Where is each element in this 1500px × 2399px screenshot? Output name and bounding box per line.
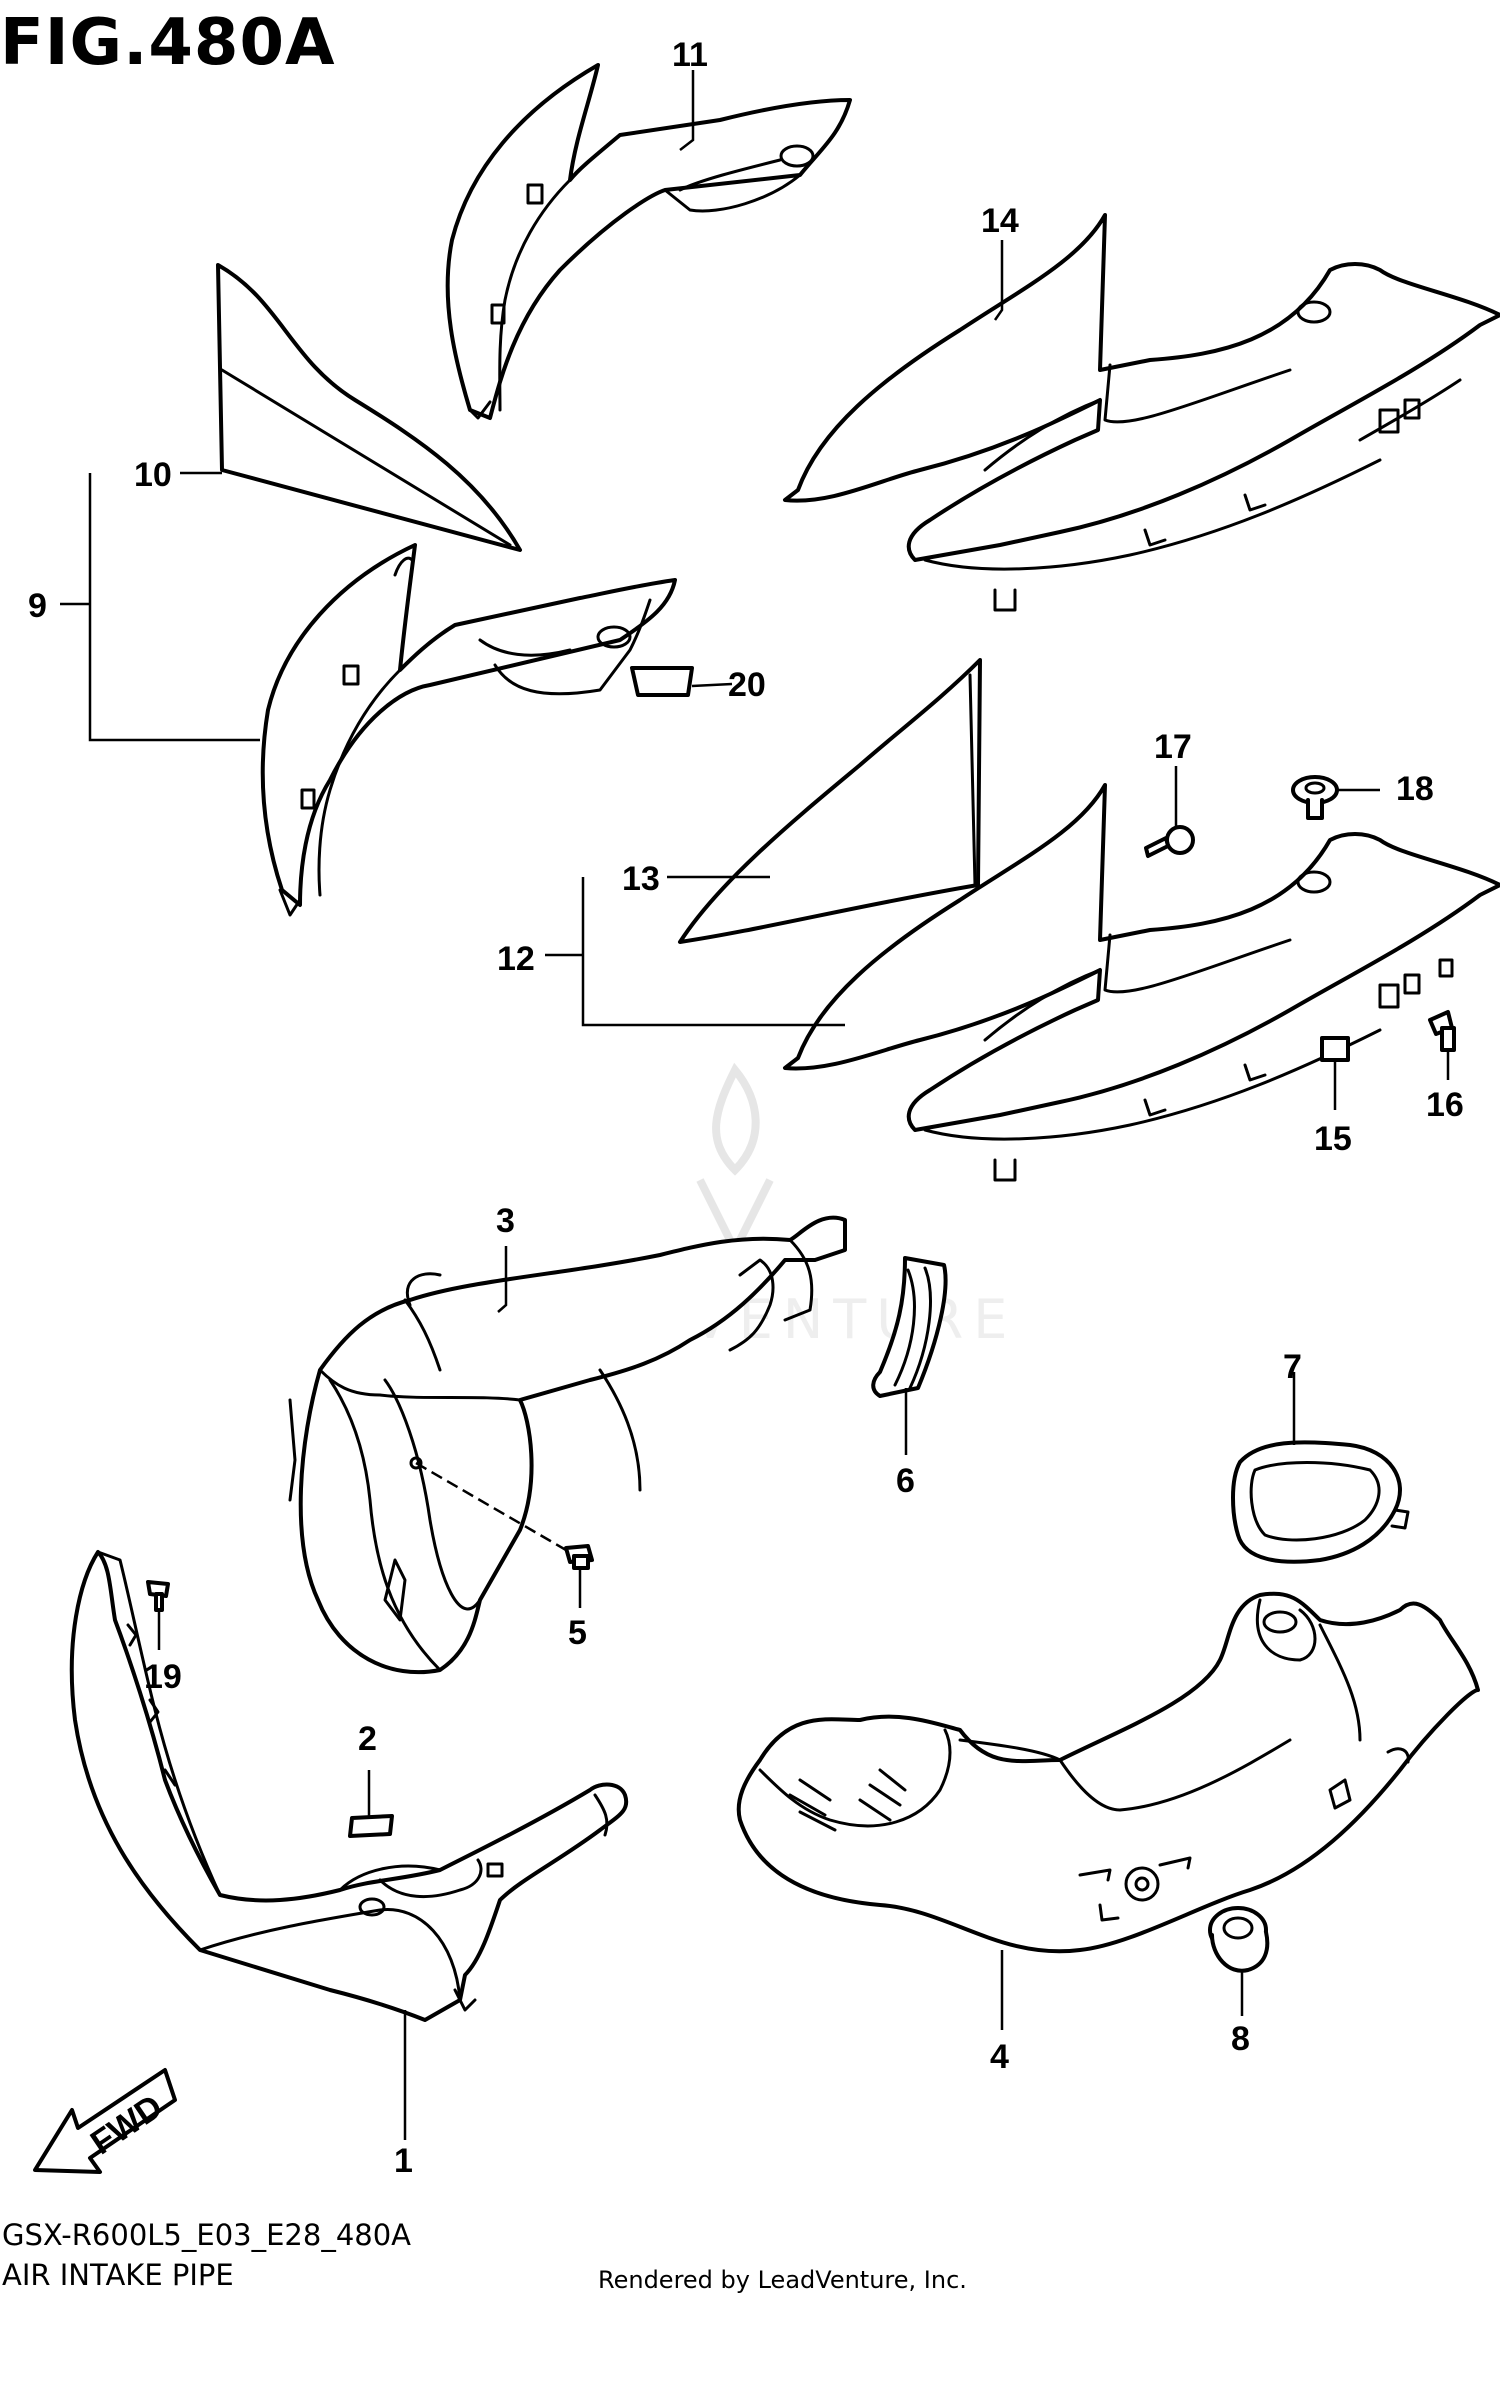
bracket-9 [88, 473, 260, 742]
part-13-trim[interactable] [678, 658, 982, 944]
leader-11 [679, 70, 695, 151]
part-9-cover-assembly[interactable] [260, 543, 677, 917]
part-10-shield[interactable] [216, 263, 522, 552]
callout-13: 13 [622, 860, 660, 898]
render-credit: Rendered by LeadVenture, Inc. [598, 2266, 967, 2294]
part-19-screw[interactable] [146, 1580, 170, 1612]
part-15-clip[interactable] [1320, 1036, 1350, 1062]
callout-15: 15 [1314, 1120, 1352, 1158]
figure-name: AIR INTAKE PIPE [2, 2258, 234, 2292]
callout-1: 1 [394, 2142, 413, 2180]
callouts: 11 14 10 9 20 17 18 13 12 16 15 3 7 6 5 … [28, 36, 1464, 2180]
callout-17: 17 [1154, 728, 1192, 766]
callout-3: 3 [496, 1202, 515, 1240]
dashed-guide-5 [415, 1461, 567, 1552]
part-7-duct-seal[interactable] [1231, 1440, 1410, 1564]
callout-6: 6 [896, 1462, 915, 1500]
callout-5: 5 [568, 1614, 587, 1652]
callout-16: 16 [1426, 1086, 1464, 1124]
part-18-grommet[interactable] [1291, 775, 1339, 820]
part-14-side-cowl[interactable] [783, 213, 1500, 612]
part-8-grommet[interactable] [1208, 1906, 1270, 1973]
part-1-front-lower-cowl[interactable] [69, 1550, 629, 2022]
part-3-air-intake-duct[interactable] [288, 1215, 847, 1675]
callout-18: 18 [1396, 770, 1434, 808]
figure-title: FIG.480A [0, 6, 336, 80]
part-20-label[interactable] [630, 666, 694, 697]
leader-14 [993, 240, 1004, 321]
part-17-screw[interactable] [1144, 825, 1195, 858]
callout-8: 8 [1231, 2020, 1250, 2058]
callout-12: 12 [497, 940, 535, 978]
callout-19: 19 [144, 1658, 182, 1696]
figure-code: GSX-R600L5_E03_E28_480A [2, 2218, 412, 2252]
leader-20 [691, 682, 733, 688]
bracket-12 [581, 877, 845, 1027]
part-5-clip[interactable] [564, 1544, 594, 1570]
part-4-air-intake-duct[interactable] [736, 1591, 1480, 1954]
callout-7: 7 [1283, 1348, 1302, 1386]
fwd-direction-arrow: FWD [33, 2068, 177, 2174]
leader-3 [497, 1246, 508, 1313]
part-16-rivet[interactable] [1428, 1010, 1456, 1052]
callout-2: 2 [358, 1720, 377, 1758]
part-6-intake-seal[interactable] [871, 1256, 948, 1398]
part-11-inner-panel[interactable] [445, 63, 852, 420]
part-12-side-cowl-assembly[interactable] [783, 783, 1500, 1182]
callout-20: 20 [728, 666, 766, 704]
leader-lines [60, 70, 1450, 2140]
callout-11: 11 [672, 36, 708, 74]
callout-9: 9 [28, 587, 47, 625]
callout-14: 14 [981, 202, 1019, 240]
callout-10: 10 [134, 456, 172, 494]
callout-4: 4 [990, 2038, 1009, 2076]
part-2-label[interactable] [348, 1814, 394, 1838]
